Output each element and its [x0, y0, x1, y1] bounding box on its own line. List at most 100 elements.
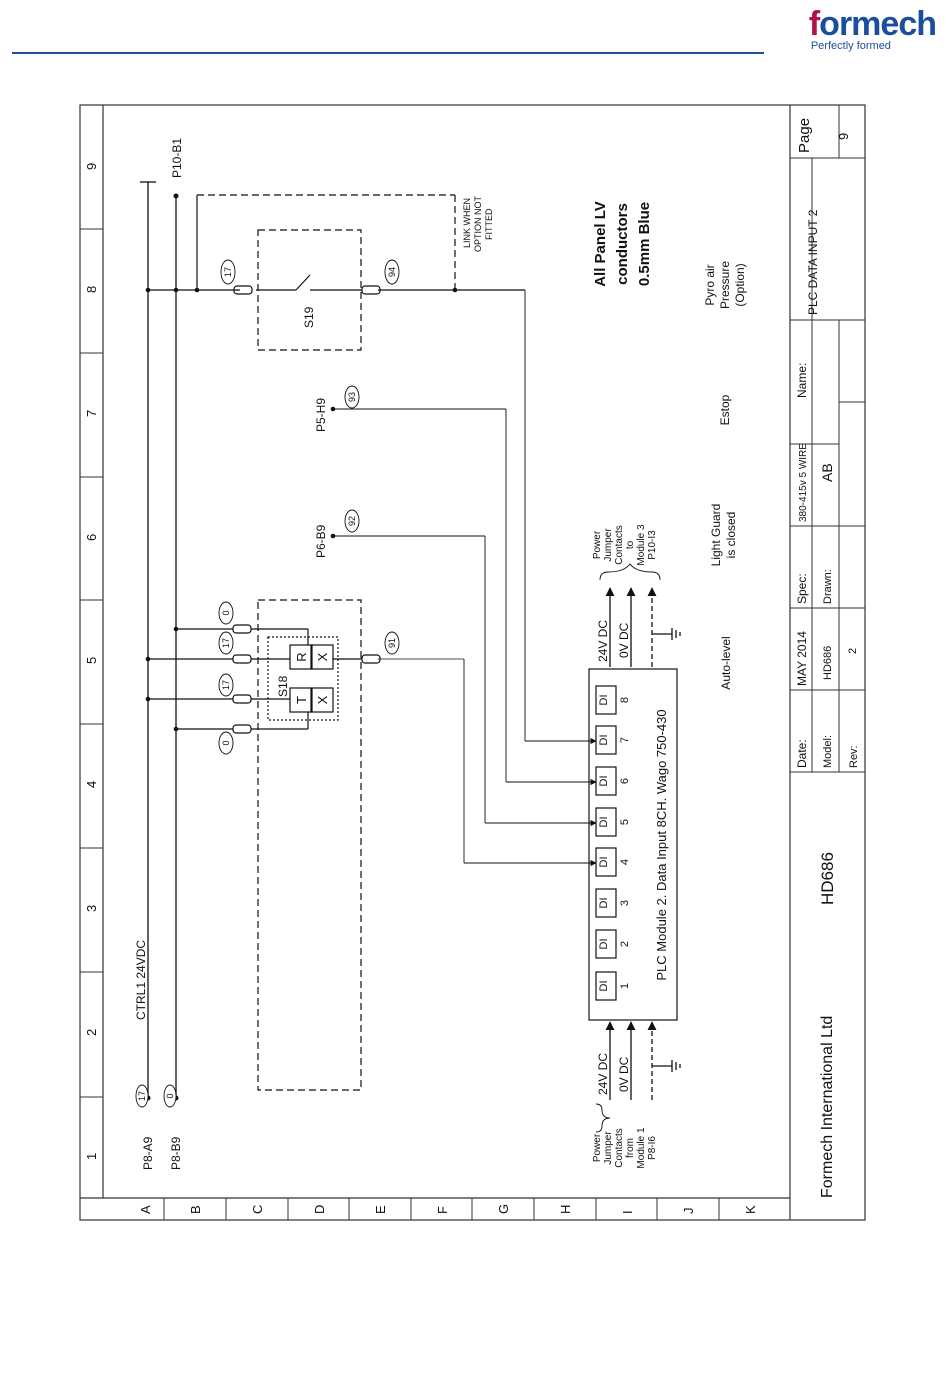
wire-number-91: 91: [384, 631, 400, 655]
ref-p8-b9: P8-B9: [169, 1136, 183, 1170]
name-value: PLC DATA INPUT 2: [806, 209, 820, 315]
svg-text:Light Guard: Light Guard: [709, 504, 723, 567]
svg-text:17: 17: [221, 680, 231, 690]
model-label: Model:: [822, 735, 834, 768]
drawn-value: AB: [819, 463, 835, 482]
wire-number-94: 94: [384, 259, 400, 285]
svg-text:is closed: is closed: [724, 512, 738, 559]
column-label: 4: [84, 781, 99, 788]
row-label: F: [435, 1206, 450, 1214]
svg-text:0: 0: [221, 610, 231, 615]
row-label: H: [558, 1205, 573, 1214]
formech-logo: formech Perfectly formed: [809, 6, 937, 52]
di-box-8: [595, 685, 617, 715]
svg-text:0.5mm Blue: 0.5mm Blue: [636, 202, 653, 286]
pyro-note: Pyro air Pressure (Option): [703, 261, 747, 309]
svg-text:DI: DI: [598, 939, 610, 950]
plc-module-box: [588, 668, 678, 1021]
header-rule: [12, 52, 764, 54]
page-label: Page: [796, 118, 813, 153]
row-label: I: [620, 1210, 635, 1214]
svg-text:P8-I6: P8-I6: [647, 1136, 658, 1160]
row-label: G: [496, 1204, 511, 1214]
drawing-frame: [79, 104, 866, 1221]
link-note: LINK WHEN OPTION NOT FITTED: [462, 195, 494, 252]
page-header: formech Perfectly formed: [0, 0, 950, 70]
column-dividers: [80, 228, 103, 1098]
s18-t-box: [289, 687, 313, 713]
column-label: 8: [84, 286, 99, 293]
wire-number-17-b: 17: [218, 673, 234, 697]
spec-label: Spec:: [795, 573, 809, 604]
rev-value: 2: [847, 648, 859, 654]
ref-p6-b9: P6-B9: [314, 524, 328, 558]
row-label: A: [138, 1205, 153, 1214]
svg-text:6: 6: [619, 778, 631, 784]
svg-text:DI: DI: [598, 898, 610, 909]
svg-text:Module 1: Module 1: [636, 1127, 647, 1169]
svg-text:94: 94: [387, 267, 397, 277]
rev-label: Rev:: [848, 745, 860, 768]
v24-label-in: 24V DC: [596, 1053, 610, 1095]
logo-tagline: Perfectly formed: [810, 40, 891, 52]
svg-text:OPTION NOT: OPTION NOT: [473, 195, 483, 252]
di-box-7: [595, 725, 617, 755]
di-box-2: [595, 929, 617, 959]
svg-text:Module 3: Module 3: [636, 524, 647, 566]
date-label: Date:: [795, 739, 809, 768]
row-labels: A B C D E F G H I J K: [138, 1204, 758, 1214]
row-dividers: [163, 1198, 720, 1220]
wire-number-0-a: 0: [218, 601, 234, 625]
svg-text:8: 8: [619, 697, 631, 703]
v0-label-out: 0V DC: [617, 622, 631, 658]
row-label: C: [250, 1205, 265, 1214]
power-in-note: Power Jumper Contacts from Module 1 P8-I…: [592, 1127, 658, 1169]
di-box-4: [595, 847, 617, 877]
wire-number-17-a: 17: [218, 631, 234, 655]
row-label: E: [373, 1205, 388, 1214]
svg-text:Pressure: Pressure: [718, 261, 732, 309]
estop-note: Estop: [718, 394, 732, 425]
svg-text:0: 0: [221, 740, 231, 745]
column-label: 6: [84, 534, 99, 541]
column-label: 2: [84, 1029, 99, 1036]
date-value: MAY 2014: [795, 631, 809, 686]
svg-text:17: 17: [137, 1091, 147, 1101]
svg-text:FITTED: FITTED: [484, 208, 494, 240]
di-box-1: [595, 971, 617, 1001]
s18-x-box-1: [310, 687, 334, 713]
wire-number-92: 92: [344, 509, 360, 533]
rail-label: CTRL1 24VDC: [134, 940, 148, 1020]
svg-text:92: 92: [347, 516, 357, 526]
svg-text:91: 91: [387, 638, 397, 648]
svg-text:Power: Power: [592, 530, 603, 559]
v24-label-out: 24V DC: [596, 620, 610, 662]
svg-text:Contacts: Contacts: [614, 525, 625, 564]
drawn-label: Drawn:: [822, 569, 834, 604]
junction-dots: [145, 193, 458, 1101]
s18-x-label: X: [315, 695, 330, 704]
row-label: D: [312, 1205, 327, 1214]
guard-dashed-box: [257, 599, 362, 1091]
svg-text:7: 7: [619, 737, 631, 743]
svg-text:4: 4: [619, 859, 631, 865]
column-label: 3: [84, 905, 99, 912]
company-name: Formech International Ltd: [819, 1016, 836, 1198]
svg-text:Jumper: Jumper: [603, 1131, 614, 1165]
svg-text:5: 5: [619, 819, 631, 825]
svg-text:DI: DI: [598, 981, 610, 992]
svg-text:LINK WHEN: LINK WHEN: [462, 198, 472, 248]
svg-text:17: 17: [223, 267, 233, 277]
s18-inner-box: [267, 636, 339, 721]
svg-text:DI: DI: [598, 695, 610, 706]
svg-text:Pyro air: Pyro air: [703, 264, 717, 305]
light-guard-note: Light Guard is closed: [709, 504, 738, 567]
column-label: 1: [84, 1153, 99, 1160]
svg-text:17: 17: [221, 638, 231, 648]
s18-x-box-2: [310, 644, 334, 670]
wire-number-0-b: 0: [218, 731, 234, 755]
column-label: 9: [84, 163, 99, 170]
di-box-6: [595, 766, 617, 796]
svg-text:to: to: [625, 540, 636, 549]
